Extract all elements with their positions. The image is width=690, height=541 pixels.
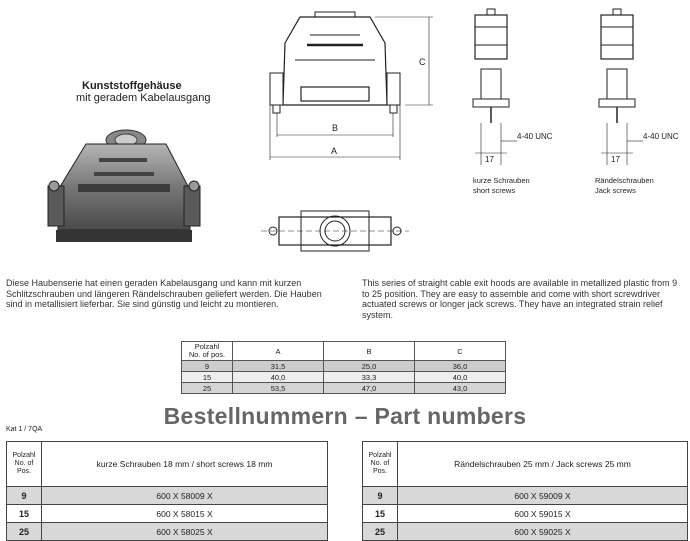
width-right-label: 17 (611, 155, 620, 164)
technical-drawing: B A C 4-40 UNC 17 kurze Schrauben short … (261, 8, 679, 252)
product-photo (47, 129, 201, 242)
dim-c-label: C (419, 57, 426, 67)
dim-a-label: A (331, 146, 337, 156)
width-left-label: 17 (485, 155, 494, 164)
dim-header-a: A (232, 341, 324, 361)
caption-short-en: short screws (473, 186, 515, 195)
caption-short-de: kurze Schrauben (473, 176, 530, 185)
catalog-ref: Kat 1 / 7QA (6, 426, 43, 433)
dim-header-c: C (414, 341, 506, 361)
dim-header-b: B (323, 341, 415, 361)
description-en: This series of straight cable exit hoods… (362, 278, 678, 320)
product-title: Kunststoffgehäuse (82, 80, 182, 92)
description-de: Diese Haubenserie hat einen geraden Kabe… (6, 278, 322, 309)
thread-right-label: 4-40 UNC (643, 132, 679, 141)
thread-left-label: 4-40 UNC (517, 132, 553, 141)
caption-jack-de: Rändelschrauben (595, 176, 654, 185)
part-numbers-heading: Bestellnummern – Part numbers (163, 403, 527, 429)
caption-jack-en: Jack screws (595, 186, 636, 195)
product-subtitle: mit geradem Kabelausgang (76, 92, 211, 104)
dim-b-label: B (332, 123, 338, 133)
jack-header: Rändelschrauben 25 mm / Jack screws 25 m… (397, 441, 688, 487)
short-header: kurze Schrauben 18 mm / short screws 18 … (41, 441, 328, 487)
